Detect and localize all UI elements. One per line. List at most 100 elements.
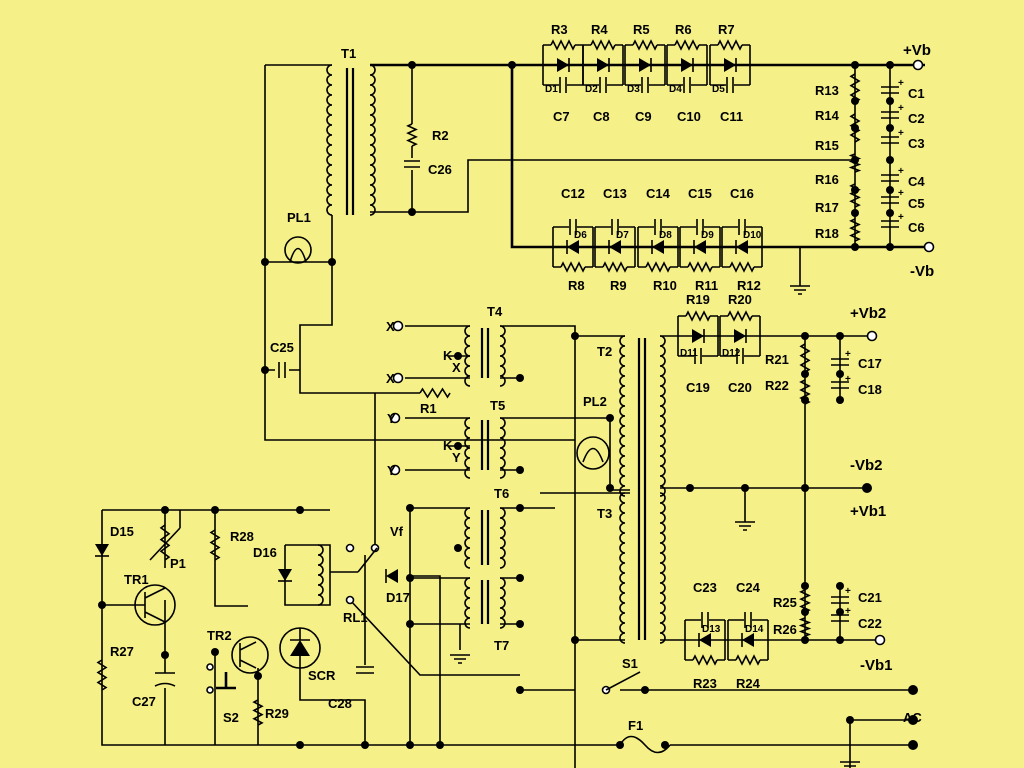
lamp-pl1 — [284, 236, 312, 264]
junction-dot — [516, 574, 524, 582]
winding — [464, 417, 471, 479]
diode — [736, 240, 748, 254]
label-vb-c: C1 — [908, 86, 925, 101]
ground-symbol — [450, 654, 470, 664]
label-r26: R26 — [773, 622, 797, 637]
resistor — [692, 654, 718, 666]
label-c17: C17 — [858, 356, 882, 371]
label-c21: C21 — [858, 590, 882, 605]
winding — [464, 507, 471, 569]
label-vb-r: R13 — [815, 83, 839, 98]
plus-sign: + — [898, 212, 904, 223]
label-vb1-d: D13 — [702, 624, 721, 635]
diode-cell-frame — [624, 45, 666, 85]
junction-dot — [516, 466, 524, 474]
label-top-c: C8 — [593, 109, 610, 124]
label-bot-c: C14 — [646, 186, 671, 201]
diode — [557, 58, 569, 72]
winding — [619, 335, 626, 497]
junction-dot — [801, 396, 809, 404]
junction-dot — [261, 366, 269, 374]
junction-dot — [801, 332, 809, 340]
winding — [464, 325, 471, 387]
label-top-r: R5 — [633, 22, 650, 37]
label-d17: D17 — [386, 590, 410, 605]
junction-dot — [161, 506, 169, 514]
plus-sign: + — [898, 166, 904, 177]
junction-dot — [261, 258, 269, 266]
junction-dot — [851, 124, 859, 132]
plus-sign: + — [898, 78, 904, 89]
plus-sign: + — [845, 586, 851, 597]
capacitor — [738, 219, 746, 235]
junction-dot — [454, 352, 462, 360]
diode — [734, 329, 746, 343]
s2-contact — [206, 663, 214, 671]
transistor-tr2 — [231, 636, 269, 674]
terminal-filled — [908, 715, 918, 725]
plus-sign: + — [845, 349, 851, 360]
junction-dot — [98, 601, 106, 609]
label-vb1-r: R24 — [736, 676, 761, 691]
plus-sign: + — [898, 128, 904, 139]
label-ac: AC — [903, 710, 922, 725]
label-d15: D15 — [110, 524, 134, 539]
winding — [499, 507, 506, 569]
label-s1: S1 — [622, 656, 638, 671]
label-pl2: PL2 — [583, 394, 607, 409]
label-top-d: D2 — [585, 84, 598, 95]
label-vb-c: C6 — [908, 220, 925, 235]
ground-symbol — [735, 521, 755, 531]
junction-dot — [851, 61, 859, 69]
label-vb2-d: D11 — [680, 348, 698, 359]
winding — [659, 492, 666, 644]
label-vb2-c: C20 — [728, 380, 752, 395]
junction-dot — [801, 608, 809, 616]
label-r2: R2 — [432, 128, 449, 143]
capacitor — [744, 612, 752, 628]
label-vb2-r: R19 — [686, 292, 710, 307]
junction-dot — [886, 243, 894, 251]
junction-dot — [836, 396, 844, 404]
junction-dot — [406, 741, 414, 749]
junction-dot — [661, 741, 669, 749]
capacitor — [696, 219, 704, 235]
diode-cell-frame — [679, 227, 721, 267]
labels: T1PL1R2C26R3D1C7R4D2C8R5D3C9R6D4C10R7D5C… — [110, 22, 934, 733]
junction-dot — [886, 61, 894, 69]
diode — [652, 240, 664, 254]
terminal-filled — [862, 483, 872, 493]
capacitor — [654, 219, 662, 235]
diode — [681, 58, 693, 72]
components — [95, 39, 935, 767]
label-top-d: D4 — [669, 84, 682, 95]
resistor — [735, 654, 761, 666]
s2-contact — [206, 686, 214, 694]
winding — [326, 64, 333, 216]
diode — [278, 569, 292, 581]
resistor — [590, 39, 616, 51]
label-bot-d: D9 — [701, 230, 714, 241]
s2-button — [216, 672, 236, 690]
label-t7: T7 — [494, 638, 509, 653]
resistor — [849, 218, 861, 242]
diode-cell-frame — [637, 227, 679, 267]
label-bot-r: R8 — [568, 278, 585, 293]
ground-symbol — [790, 285, 810, 295]
resistor — [727, 310, 753, 322]
label-vf: Vf — [390, 524, 404, 539]
label-r1: R1 — [420, 401, 437, 416]
label-c22: C22 — [858, 616, 882, 631]
diode — [95, 544, 109, 556]
capacitor — [736, 348, 744, 364]
resistor — [798, 617, 812, 637]
capacitor — [611, 219, 619, 235]
junction-dot — [851, 156, 859, 164]
terminal — [923, 241, 935, 253]
label-top-d: D3 — [627, 84, 640, 95]
resistor — [560, 261, 586, 273]
label-tr2: TR2 — [207, 628, 232, 643]
resistor — [645, 261, 671, 273]
label-c26: C26 — [428, 162, 452, 177]
